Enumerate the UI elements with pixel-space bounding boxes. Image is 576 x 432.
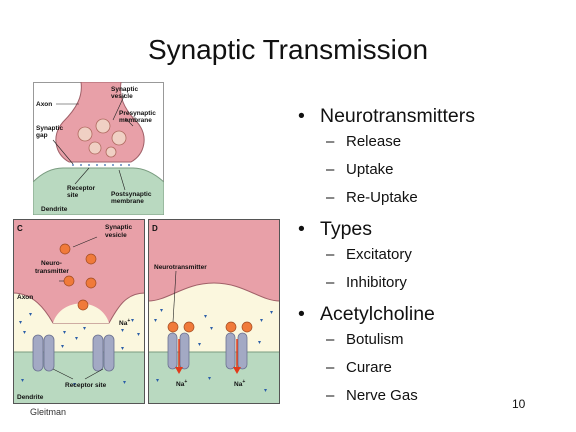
bullet-types: Types [298, 216, 568, 242]
panel-c-label-neurotransmitter-1: Neuro- [41, 260, 62, 267]
panel-c-label-synaptic-vesicle-2: vesicle [105, 232, 127, 239]
panel-c-label-neurotransmitter-2: transmitter [35, 268, 69, 275]
panel-d-letter: D [152, 224, 158, 233]
slide-title: Synaptic Transmission [147, 34, 429, 65]
panel-c-label-dendrite: Dendrite [17, 394, 44, 401]
bullet-acetylcholine: Acetylcholine [298, 301, 568, 327]
sub-bullet-botulism: Botulism [298, 330, 568, 350]
sub-bullet-inhibitory: Inhibitory [298, 273, 568, 293]
label-receptor-site-1: Receptor [67, 185, 96, 192]
sub-bullet-curare: Curare [298, 358, 568, 378]
synapse-panel-d: D Neurotransmitter Na+ Na+ [148, 219, 280, 404]
label-postsynaptic-2: membrane [111, 198, 144, 205]
synapse-overview-figure: Axon Synaptic vesicle Presynaptic membra… [33, 82, 164, 215]
label-axon: Axon [36, 101, 52, 108]
sub-bullet-re-uptake: Re-Uptake [298, 188, 568, 208]
synapse-panel-c: C Synaptic vesicle Neuro- transmitter Ax… [13, 219, 145, 404]
label-presynaptic-2: membrane [119, 117, 152, 124]
bullet-list: Neurotransmitters Release Uptake Re-Upta… [298, 103, 568, 414]
sub-bullet-release: Release [298, 132, 568, 152]
sub-bullet-uptake: Uptake [298, 160, 568, 180]
page-number: 10 [512, 397, 526, 411]
panel-d-label-ion-right: Na+ [234, 379, 245, 388]
panel-c-label-axon: Axon [17, 294, 33, 301]
label-synaptic-gap-1: Synaptic [36, 125, 63, 132]
bullet-neurotransmitters: Neurotransmitters [298, 103, 568, 129]
panel-c-label-ion: Na+ [119, 318, 130, 327]
label-synaptic-vesicle-1: Synaptic [111, 86, 138, 93]
label-receptor-site-2: site [67, 192, 79, 199]
panel-d-label-neurotransmitter: Neurotransmitter [154, 264, 207, 271]
panel-c-label-receptor-site: Receptor site [65, 382, 107, 389]
sub-bullet-nerve-gas: Nerve Gas [298, 386, 568, 406]
label-presynaptic-1: Presynaptic [119, 110, 156, 117]
label-postsynaptic-1: Postsynaptic [111, 191, 152, 198]
label-synaptic-gap-2: gap [36, 132, 48, 139]
panel-c-label-synaptic-vesicle-1: Synaptic [105, 224, 132, 231]
label-synaptic-vesicle-2: vesicle [111, 93, 133, 100]
panel-c-letter: C [17, 224, 23, 233]
sub-bullet-excitatory: Excitatory [298, 245, 568, 265]
label-dendrite: Dendrite [41, 206, 68, 213]
panel-d-label-ion-left: Na+ [176, 379, 187, 388]
image-credit: Gleitman [30, 407, 67, 417]
